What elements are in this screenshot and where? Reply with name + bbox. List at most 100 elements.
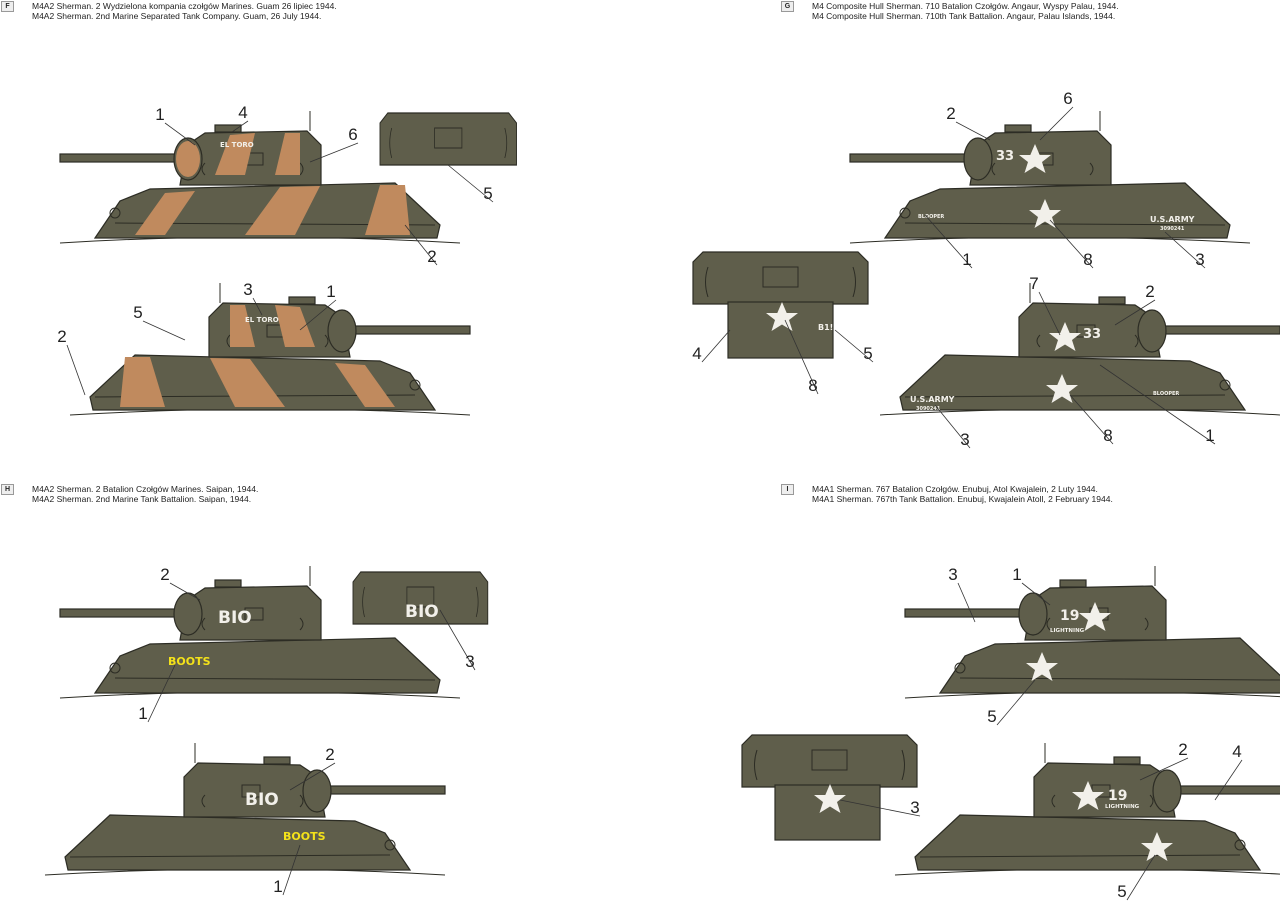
callout: 8	[1069, 394, 1114, 445]
callout: 3	[243, 280, 263, 316]
panel-i-tank-right-side	[894, 742, 1280, 876]
turret-number: 33	[996, 149, 1014, 164]
callout-number: 5	[863, 344, 872, 363]
panel-f-title-pl: M4A2 Sherman. 2 Wydzielona kompania czoł…	[32, 1, 337, 11]
callout: 6	[1039, 89, 1074, 141]
callout-number: 3	[465, 652, 474, 671]
panel-g-title-pl: M4 Composite Hull Sherman. 710 Batalion …	[812, 1, 1119, 11]
callout: 2	[404, 224, 438, 266]
el-toro-marking: EL TORO	[245, 316, 279, 324]
callout: 1	[299, 282, 337, 331]
panel-f-tank-right-side	[69, 282, 471, 416]
leader-line	[834, 329, 874, 363]
turret-code: BIO	[245, 790, 279, 810]
leader-line	[1049, 219, 1094, 269]
leader-line	[289, 762, 336, 791]
callout-number: 4	[1232, 742, 1241, 761]
leader-line	[169, 582, 201, 601]
callout: 2	[1114, 282, 1156, 326]
callout: 2	[160, 565, 201, 601]
callout: 6	[309, 125, 359, 163]
leader-line	[1214, 759, 1243, 801]
panel-g-caption: G M4 Composite Hull Sherman. 710 Batalio…	[781, 1, 1119, 21]
callout: 3	[948, 565, 976, 623]
panel-g-badge: G	[781, 1, 794, 12]
callout-number: 6	[1063, 89, 1072, 108]
callout-number: 1	[326, 282, 335, 301]
leader-line	[252, 297, 263, 316]
callout-number: 1	[155, 105, 164, 124]
rear-code: B1!	[818, 323, 833, 332]
leader-line	[66, 344, 86, 396]
leader-line	[164, 122, 196, 146]
callout-number: 1	[962, 250, 971, 269]
callout-number: 6	[348, 125, 357, 144]
callout: 2	[1139, 740, 1189, 781]
callout-number: 1	[1205, 426, 1214, 445]
leader-line	[934, 404, 971, 449]
leader-line	[1114, 299, 1156, 326]
callout: 5	[447, 164, 494, 203]
callout-number: 8	[808, 376, 817, 395]
callout: 7	[1029, 274, 1061, 336]
leader-line	[231, 120, 249, 133]
turret-number: 33	[1083, 327, 1101, 342]
callout: 1	[155, 105, 196, 146]
panel-i-caption: I M4A1 Sherman. 767 Batalion Czołgów. En…	[781, 484, 1113, 504]
callout: 4	[692, 329, 731, 363]
panel-i-title-pl: M4A1 Sherman. 767 Batalion Czołgów. Enub…	[812, 484, 1098, 494]
callout-number: 3	[910, 798, 919, 817]
callout: 1	[1012, 565, 1051, 606]
leader-line	[1164, 231, 1206, 269]
callout-number: 5	[483, 184, 492, 203]
panel-h-caption: H M4A2 Sherman. 2 Batalion Czołgów Marin…	[1, 484, 258, 504]
panel-h-title-en: M4A2 Sherman. 2nd Marine Tank Battalion.…	[32, 494, 252, 504]
leader-line	[439, 609, 476, 671]
callout: 3	[934, 404, 971, 449]
callout: 5	[1117, 854, 1156, 901]
callout: 3	[1164, 231, 1206, 269]
callout: 3	[839, 798, 921, 817]
serial-number: 3090241	[916, 406, 941, 412]
leader-line	[996, 679, 1036, 726]
callout: 5	[133, 303, 186, 341]
panel-g-title-en: M4 Composite Hull Sherman. 710th Tank Ba…	[812, 11, 1116, 21]
leader-line	[1069, 394, 1114, 445]
callout-number: 2	[57, 327, 66, 346]
callout: 1	[273, 844, 301, 896]
callout-number: 7	[1029, 274, 1038, 293]
turret-code: BIO	[218, 608, 252, 628]
callout-number: 2	[427, 247, 436, 266]
callout-number: 8	[1083, 250, 1092, 269]
leader-line	[839, 799, 921, 817]
callout: 1	[924, 214, 973, 269]
leader-line	[1038, 291, 1061, 336]
leader-line	[447, 164, 494, 203]
boots-marking: BOOTS	[283, 830, 326, 843]
callout-number: 2	[160, 565, 169, 584]
leader-line	[1126, 854, 1156, 901]
leader-line	[1039, 106, 1074, 141]
leader-line	[1099, 364, 1216, 445]
turret-code: BIO	[405, 602, 439, 622]
leader-line	[299, 299, 337, 331]
panel-f-caption: F M4A2 Sherman. 2 Wydzielona kompania cz…	[1, 1, 337, 21]
callout-number: 5	[133, 303, 142, 322]
callout-number: 2	[1178, 740, 1187, 759]
turret-number: 19	[1060, 608, 1079, 624]
leader-line	[404, 224, 438, 266]
lightning-marking: LIGHTNING	[1050, 628, 1085, 634]
leader-line	[701, 329, 731, 363]
callout-number: 3	[948, 565, 957, 584]
callout-number: 1	[1012, 565, 1021, 584]
callout-number: 8	[1103, 426, 1112, 445]
leader-line	[282, 844, 301, 896]
leader-line	[142, 320, 186, 341]
panel-f-tank-left-side	[59, 110, 461, 244]
callout: 2	[289, 745, 336, 791]
callout: 5	[987, 679, 1036, 726]
panel-i-title-en: M4A1 Sherman. 767th Tank Battalion. Enub…	[812, 494, 1113, 504]
callout-number: 1	[273, 877, 282, 896]
panel-h-badge: H	[1, 484, 14, 495]
el-toro-marking: EL TORO	[220, 141, 254, 149]
